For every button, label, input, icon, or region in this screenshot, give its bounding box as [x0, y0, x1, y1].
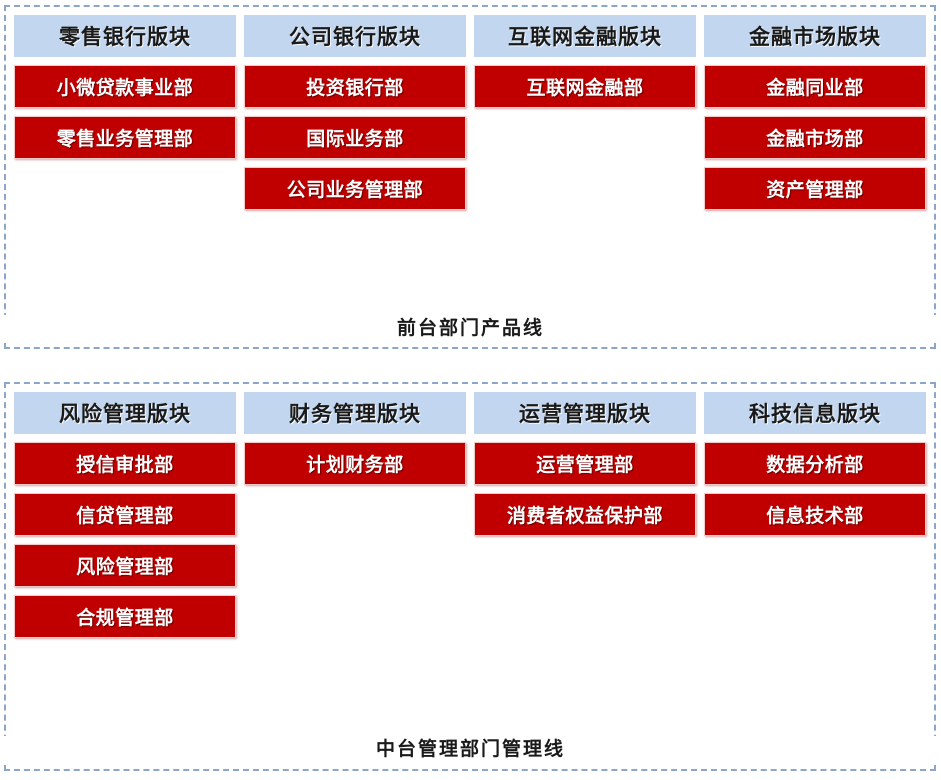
section-column-retail-banking: 零售银行版块 小微贷款事业部 零售业务管理部: [14, 15, 236, 210]
section-column-operations-management: 运营管理版块 运营管理部 消费者权益保护部: [474, 392, 696, 638]
column-group-middle-office: 风险管理版块 授信审批部 信贷管理部 风险管理部 合规管理部 财务管理版块 计划…: [14, 392, 926, 638]
section-column-financial-markets: 金融市场版块 金融同业部 金融市场部 资产管理部: [704, 15, 926, 210]
department-box[interactable]: 授信审批部: [14, 442, 236, 485]
department-box[interactable]: 数据分析部: [704, 442, 926, 485]
panel-middle-office: 风险管理版块 授信审批部 信贷管理部 风险管理部 合规管理部 财务管理版块 计划…: [4, 382, 936, 771]
section-header-retail-banking: 零售银行版块: [14, 15, 236, 57]
section-header-financial-markets: 金融市场版块: [704, 15, 926, 57]
department-box[interactable]: 资产管理部: [704, 167, 926, 210]
department-box[interactable]: 小微贷款事业部: [14, 65, 236, 108]
panel-caption-middle-office-text: 中台管理部门管理线: [365, 736, 575, 764]
section-column-technology-information: 科技信息版块 数据分析部 信息技术部: [704, 392, 926, 638]
department-box[interactable]: 运营管理部: [474, 442, 696, 485]
section-column-corporate-banking: 公司银行版块 投资银行部 国际业务部 公司业务管理部: [244, 15, 466, 210]
department-box[interactable]: 合规管理部: [14, 595, 236, 638]
department-box[interactable]: 互联网金融部: [474, 65, 696, 108]
section-column-finance-management: 财务管理版块 计划财务部: [244, 392, 466, 638]
section-header-risk-management: 风险管理版块: [14, 392, 236, 434]
department-box[interactable]: 零售业务管理部: [14, 116, 236, 159]
department-box[interactable]: 金融市场部: [704, 116, 926, 159]
column-group-front-office: 零售银行版块 小微贷款事业部 零售业务管理部 公司银行版块 投资银行部 国际业务…: [14, 15, 926, 210]
department-box[interactable]: 风险管理部: [14, 544, 236, 587]
section-column-risk-management: 风险管理版块 授信审批部 信贷管理部 风险管理部 合规管理部: [14, 392, 236, 638]
section-header-operations-management: 运营管理版块: [474, 392, 696, 434]
panel-front-office: 零售银行版块 小微贷款事业部 零售业务管理部 公司银行版块 投资银行部 国际业务…: [4, 5, 936, 349]
section-header-finance-management: 财务管理版块: [244, 392, 466, 434]
department-box[interactable]: 信贷管理部: [14, 493, 236, 536]
section-header-internet-finance: 互联网金融版块: [474, 15, 696, 57]
department-box[interactable]: 信息技术部: [704, 493, 926, 536]
department-box[interactable]: 消费者权益保护部: [474, 493, 696, 536]
department-box[interactable]: 计划财务部: [244, 442, 466, 485]
panel-caption-middle-office: 中台管理部门管理线: [0, 736, 941, 764]
section-header-corporate-banking: 公司银行版块: [244, 15, 466, 57]
department-box[interactable]: 国际业务部: [244, 116, 466, 159]
department-box[interactable]: 公司业务管理部: [244, 167, 466, 210]
section-header-technology-information: 科技信息版块: [704, 392, 926, 434]
department-box[interactable]: 金融同业部: [704, 65, 926, 108]
panel-caption-front-office-text: 前台部门产品线: [386, 315, 554, 343]
panel-caption-front-office: 前台部门产品线: [0, 315, 941, 343]
department-box[interactable]: 投资银行部: [244, 65, 466, 108]
section-column-internet-finance: 互联网金融版块 互联网金融部: [474, 15, 696, 210]
